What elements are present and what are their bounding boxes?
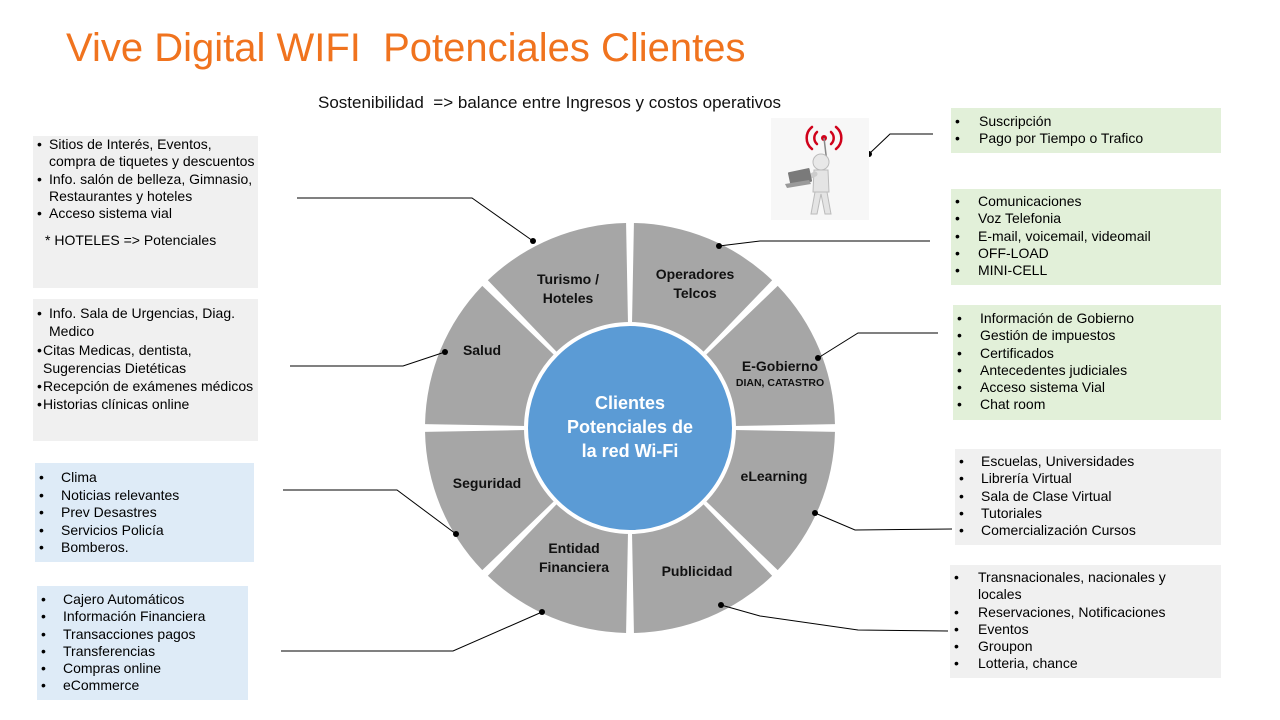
list-item: OFF-LOAD bbox=[951, 245, 1221, 263]
connector-egobierno bbox=[817, 332, 938, 359]
list-item: E-mail, voicemail, videomail bbox=[951, 228, 1221, 246]
segment-label-seguridad: Seguridad bbox=[453, 475, 521, 491]
wheel-segment-egobierno bbox=[704, 285, 835, 427]
list-item: Sitios de Interés, Eventos, compra de ti… bbox=[33, 136, 258, 171]
hoteles-note: * HOTELES => Potenciales bbox=[45, 232, 217, 249]
center-label-line1: Clientes bbox=[595, 393, 665, 413]
seguridad-info-box: Clima Noticias relevantes Prev Desastres… bbox=[35, 463, 254, 562]
list-item: Librería Virtual bbox=[955, 470, 1221, 488]
suscripcion-info-box: Suscripción Pago por Tiempo o Trafico bbox=[951, 108, 1221, 153]
segment-label-financiera-2: Financiera bbox=[539, 559, 609, 575]
list-item: Transacciones pagos bbox=[37, 626, 248, 644]
salud-info-box: Info. Sala de Urgencias, Diag. Medico Ci… bbox=[33, 299, 258, 441]
connector-dot-egobierno bbox=[815, 355, 821, 361]
list-item: Clima bbox=[35, 469, 254, 487]
list-item: Compras online bbox=[37, 660, 248, 678]
list-item: Comercialización Cursos bbox=[955, 522, 1221, 540]
list-item: Voz Telefonia bbox=[951, 210, 1221, 228]
center-label-line2: Potenciales de bbox=[567, 417, 693, 437]
connector-dot-seguridad bbox=[453, 531, 459, 537]
connector-elearning bbox=[814, 512, 953, 531]
segment-label-publicidad: Publicidad bbox=[662, 563, 733, 579]
list-item: Información de Gobierno bbox=[953, 310, 1221, 328]
connector-dot-publicidad bbox=[718, 602, 724, 608]
center-circle bbox=[524, 322, 736, 534]
segment-label-turismo-2: Hoteles bbox=[543, 290, 594, 306]
list-item: MINI-CELL bbox=[951, 262, 1221, 280]
wheel-segment-operadores bbox=[631, 223, 773, 354]
list-item: Antecedentes judiciales bbox=[953, 362, 1221, 380]
list-item: Servicios Policía bbox=[35, 522, 254, 540]
connector-salud bbox=[290, 351, 446, 367]
egobierno-info-box: Información de Gobierno Gestión de impue… bbox=[953, 305, 1221, 420]
list-item: Suscripción bbox=[951, 113, 1221, 131]
segment-label-elearning: eLearning bbox=[741, 468, 808, 484]
list-item: Tutoriales bbox=[955, 505, 1221, 523]
connector-dot-elearning bbox=[812, 510, 818, 516]
wheel-segment-turismo bbox=[487, 223, 629, 354]
connector-dot-financiera bbox=[539, 609, 545, 615]
financiera-info-box: Cajero Automáticos Información Financier… bbox=[37, 586, 248, 700]
wheel-segment-financiera bbox=[487, 502, 629, 633]
wheel-segment-elearning bbox=[704, 429, 835, 571]
connector-dot-turismo bbox=[530, 238, 536, 244]
list-item: Sala de Clase Virtual bbox=[955, 488, 1221, 506]
connector-turismo bbox=[297, 197, 534, 242]
segment-label-turismo: Turismo / bbox=[537, 271, 599, 287]
list-item: Info. salón de belleza, Gimnasio, Restau… bbox=[33, 171, 258, 206]
list-item: Lotteria, chance bbox=[950, 655, 1221, 673]
list-item: Gestión de impuestos bbox=[953, 327, 1221, 345]
elearning-info-box: Escuelas, Universidades Librería Virtual… bbox=[955, 449, 1221, 545]
connector-financiera bbox=[281, 611, 543, 652]
list-item: Bomberos. bbox=[35, 539, 254, 557]
list-item: Escuelas, Universidades bbox=[955, 453, 1221, 471]
list-item: Noticias relevantes bbox=[35, 487, 254, 505]
list-item: Citas Medicas, dentista, Sugerencias Die… bbox=[33, 341, 258, 378]
segment-label-egobierno: E-Gobierno bbox=[742, 358, 818, 374]
turismo-info-box: Sitios de Interés, Eventos, compra de ti… bbox=[33, 136, 258, 288]
center-label-line3: la red Wi-Fi bbox=[582, 441, 679, 461]
page-title: Vive Digital WIFI Potenciales Clientes bbox=[66, 26, 746, 70]
list-item: Pago por Tiempo o Trafico bbox=[951, 130, 1221, 148]
segment-label-salud: Salud bbox=[463, 342, 501, 358]
wheel-segment-publicidad bbox=[631, 502, 773, 633]
connector-operadores bbox=[718, 240, 930, 247]
list-item: Historias clínicas online bbox=[33, 395, 258, 414]
segment-label-financiera: Entidad bbox=[548, 540, 599, 556]
connector-publicidad bbox=[720, 604, 949, 632]
list-item: Acceso sistema Vial bbox=[953, 379, 1221, 397]
operadores-info-box: Comunicaciones Voz Telefonia E-mail, voi… bbox=[951, 189, 1221, 285]
segment-label-operadores-2: Telcos bbox=[673, 285, 717, 301]
list-item: Chat room bbox=[953, 396, 1221, 414]
segment-label-operadores: Operadores bbox=[656, 266, 735, 282]
publicidad-info-box: Transnacionales, nacionales y locales Re… bbox=[950, 565, 1221, 678]
list-item: Groupon bbox=[950, 638, 1221, 656]
list-item: Prev Desastres bbox=[35, 504, 254, 522]
list-item: Info. Sala de Urgencias, Diag. Medico bbox=[33, 304, 258, 341]
page-subtitle: Sostenibilidad => balance entre Ingresos… bbox=[318, 93, 782, 112]
connector-dot-operadores bbox=[716, 243, 722, 249]
list-item: Información Financiera bbox=[37, 608, 248, 626]
list-item: Cajero Automáticos bbox=[37, 591, 248, 609]
segment-label-egobierno-sub: DIAN, CATASTRO bbox=[736, 377, 824, 389]
list-item: Comunicaciones bbox=[951, 193, 1221, 211]
connector-suscripcion bbox=[868, 133, 933, 155]
list-item: Reservaciones, Notificaciones bbox=[950, 604, 1221, 622]
list-item: Eventos bbox=[950, 621, 1221, 639]
list-item: Recepción de exámenes médicos bbox=[33, 377, 258, 396]
list-item: eCommerce bbox=[37, 677, 248, 695]
list-item: Transferencias bbox=[37, 643, 248, 661]
connector-seguridad bbox=[283, 489, 457, 535]
list-item: Transnacionales, nacionales y locales bbox=[950, 569, 1221, 604]
list-item: Certificados bbox=[953, 345, 1221, 363]
list-item: Acceso sistema vial bbox=[33, 205, 258, 223]
person-laptop-wifi-icon bbox=[771, 118, 869, 220]
connector-dot-salud bbox=[442, 349, 448, 355]
wheel-segment-salud bbox=[425, 285, 556, 427]
